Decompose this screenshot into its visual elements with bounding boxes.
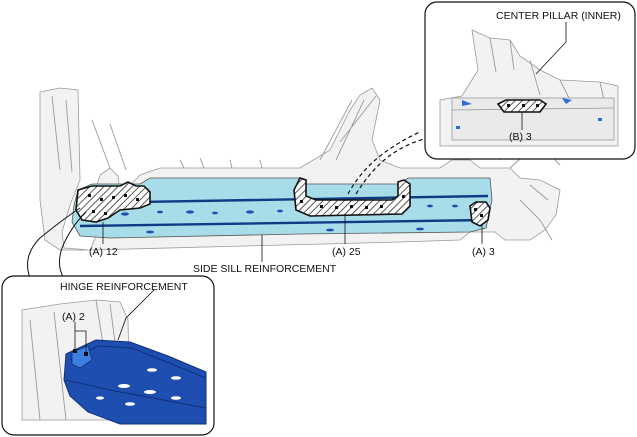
leader-lines [102, 131, 483, 262]
inset-center-pillar [424, 1, 636, 160]
weld-area-a25 [293, 177, 411, 217]
inset-hinge-reinforcement [1, 275, 215, 436]
connector-curve [27, 207, 81, 279]
label-hinge: HINGE REINFORCEMENT [60, 281, 188, 293]
weld-area-a3 [469, 201, 491, 227]
label-b3: (B) 3 [509, 131, 532, 143]
label-a3: (A) 3 [472, 246, 495, 258]
label-a2: (A) 2 [62, 311, 85, 323]
label-a12: (A) 12 [89, 246, 118, 258]
label-side-sill: SIDE SILL REINFORCEMENT [193, 263, 337, 275]
connector-curve-inner [58, 211, 87, 279]
label-center-pillar: CENTER PILLAR (INNER) [496, 10, 621, 22]
weld-area-a12 [75, 181, 151, 223]
sill-holes [121, 204, 458, 234]
label-a25: (A) 25 [332, 246, 361, 258]
